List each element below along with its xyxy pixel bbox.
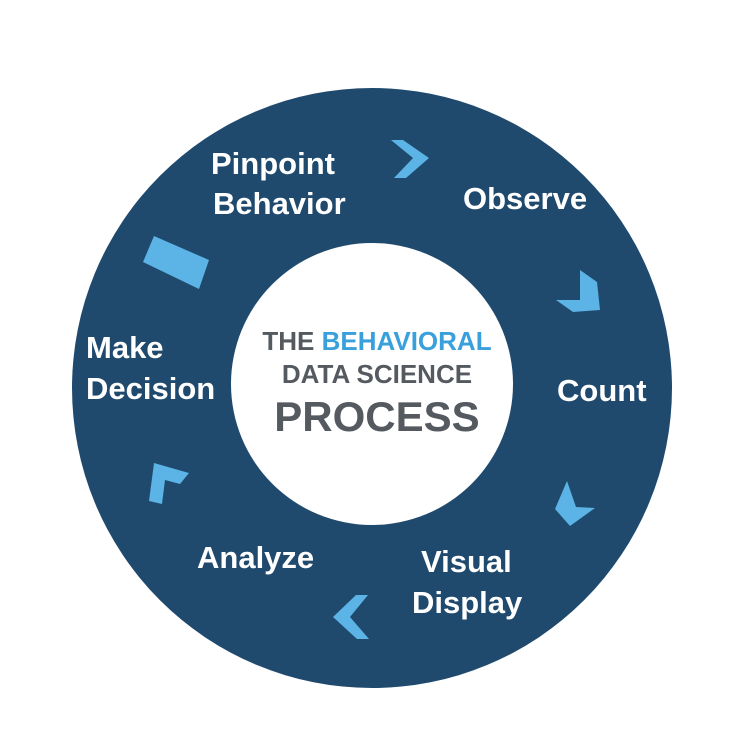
step-label-visual-display: Visual Display: [412, 544, 523, 620]
arrow-observe-to-count: [556, 270, 600, 312]
step-label-observe: Observe: [463, 181, 587, 216]
center-title-prefix: THE: [262, 326, 321, 356]
center-title-line3: PROCESS: [274, 393, 479, 440]
center-title-line2: DATA SCIENCE: [282, 359, 472, 389]
arrow-pinpoint-to-observe: [391, 140, 429, 178]
step-label-count: Count: [557, 373, 647, 408]
step-visual-line1: Visual: [421, 544, 512, 579]
step-visual-line2: Display: [412, 585, 523, 620]
step-make-line1: Make: [86, 330, 164, 365]
step-make-line2: Decision: [86, 371, 215, 406]
arrow-visual-to-analyze: [333, 595, 369, 639]
step-pinpoint-line1: Pinpoint: [211, 146, 335, 181]
arrow-analyze-to-make: [149, 463, 189, 504]
step-label-make-decision: Make Decision: [86, 330, 215, 406]
step-pinpoint-line2: Behavior: [213, 186, 346, 221]
arrow-count-to-visual: [555, 481, 595, 526]
step-label-pinpoint-behavior: Pinpoint Behavior: [211, 146, 346, 221]
arrow-make-to-pinpoint: [143, 236, 209, 289]
center-circle: [231, 243, 513, 525]
step-label-analyze: Analyze: [197, 540, 314, 575]
center-title-line1: THE BEHAVIORAL: [262, 326, 491, 356]
center-title-accent: BEHAVIORAL: [322, 326, 492, 356]
